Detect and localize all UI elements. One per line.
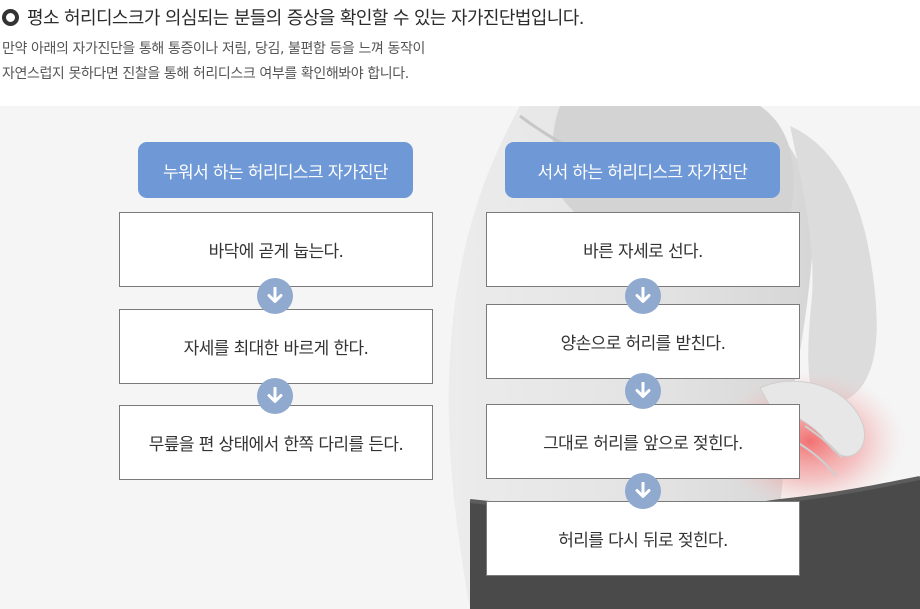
standing-diagnosis-title: 서서 하는 허리디스크 자가진단 xyxy=(505,142,780,198)
lying-step-1: 바닥에 곧게 눕는다. xyxy=(119,212,433,287)
standing-step-1: 바른 자세로 선다. xyxy=(486,212,800,287)
arrow-down-circle-icon xyxy=(625,373,661,409)
standing-step-2: 양손으로 허리를 받친다. xyxy=(486,304,800,379)
intro-title: 평소 허리디스크가 의심되는 분들의 증상을 확인할 수 있는 자가진단법입니다… xyxy=(27,8,584,29)
intro-description-line-2: 자연스럽지 못하다면 진찰을 통해 허리디스크 여부를 확인해봐야 합니다. xyxy=(2,66,409,82)
lying-diagnosis-title: 누워서 하는 허리디스크 자가진단 xyxy=(138,142,413,198)
intro-description-line-1: 만약 아래의 자가진단을 통해 통증이나 저림, 당김, 불편함 등을 느껴 동… xyxy=(2,41,426,57)
ring-bullet-icon xyxy=(2,8,19,26)
arrow-down-circle-icon xyxy=(257,278,293,314)
standing-step-4: 허리를 다시 뒤로 젖힌다. xyxy=(486,501,800,576)
lying-step-2: 자세를 최대한 바르게 한다. xyxy=(119,309,433,384)
lying-step-3: 무릎을 편 상태에서 한쪽 다리를 든다. xyxy=(119,405,433,480)
intro-header: 평소 허리디스크가 의심되는 분들의 증상을 확인할 수 있는 자가진단법입니다… xyxy=(0,0,920,106)
self-diagnosis-panel: 누워서 하는 허리디스크 자가진단 바닥에 곧게 눕는다. 자세를 최대한 바르… xyxy=(0,106,920,609)
standing-step-3: 그대로 허리를 앞으로 젖힌다. xyxy=(486,404,800,479)
intro-title-row: 평소 허리디스크가 의심되는 분들의 증상을 확인할 수 있는 자가진단법입니다… xyxy=(0,4,584,30)
arrow-down-circle-icon xyxy=(625,473,661,509)
arrow-down-circle-icon xyxy=(257,378,293,414)
arrow-down-circle-icon xyxy=(625,278,661,314)
